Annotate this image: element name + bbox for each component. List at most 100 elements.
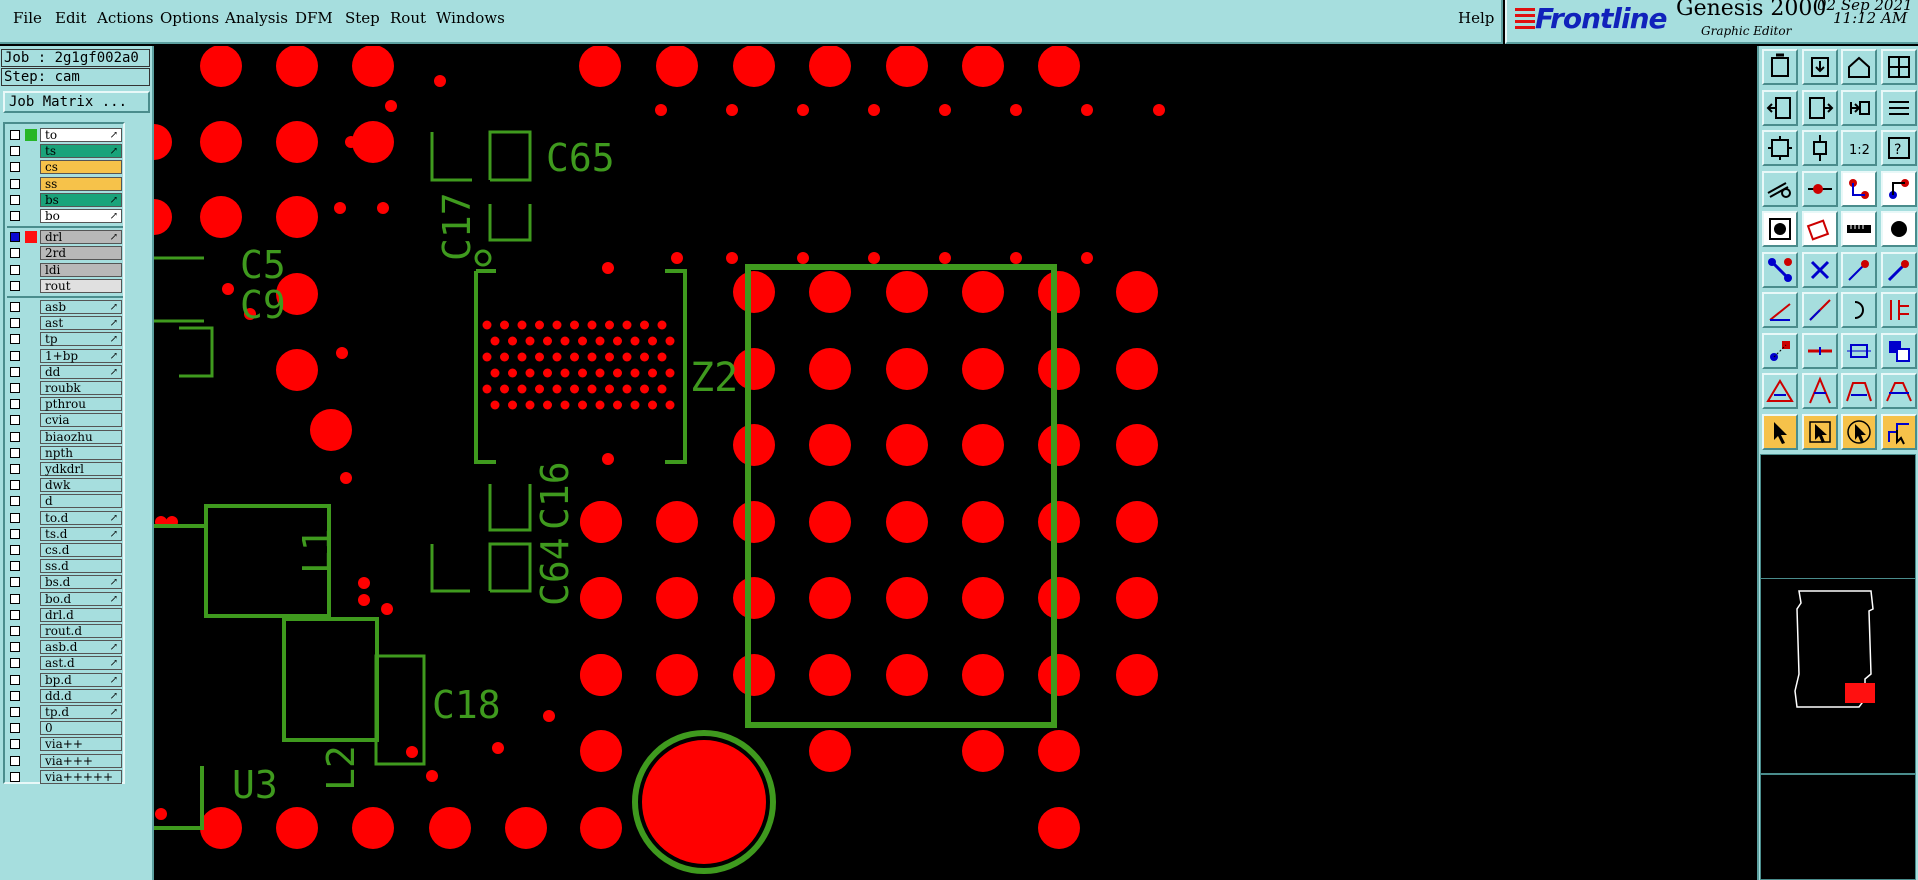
via[interactable] (517, 320, 527, 330)
pad[interactable] (352, 46, 394, 87)
via[interactable] (552, 320, 562, 330)
via[interactable] (630, 368, 640, 378)
zoom-fit-button[interactable] (1762, 130, 1798, 166)
layer-checkbox[interactable] (10, 593, 20, 604)
layer-checkbox[interactable] (10, 318, 20, 329)
line-diag-button[interactable] (1801, 292, 1838, 328)
layer-row[interactable]: dd.d↗ (7, 688, 123, 703)
undo-arrow-button[interactable] (1841, 89, 1877, 126)
layer-row[interactable]: 1+bp↗ (7, 348, 123, 363)
pad[interactable] (656, 501, 698, 543)
layer-checkbox[interactable] (10, 194, 20, 205)
pad[interactable] (733, 348, 775, 390)
via[interactable] (525, 400, 535, 410)
layer-row[interactable]: via++ (7, 737, 123, 752)
via[interactable] (1081, 104, 1093, 116)
pad[interactable] (886, 424, 928, 466)
via[interactable] (578, 400, 587, 410)
route-button[interactable] (1880, 413, 1917, 450)
layer-checkbox[interactable] (10, 302, 20, 312)
via[interactable] (578, 336, 587, 346)
layer-row[interactable]: drl.d (7, 607, 123, 622)
layer-row[interactable]: rout (7, 278, 123, 293)
via[interactable] (570, 352, 579, 362)
layer-checkbox[interactable] (10, 528, 20, 539)
layer-checkbox[interactable] (10, 415, 20, 426)
layer-checkbox[interactable] (10, 658, 20, 669)
layer-row[interactable]: to↗ (7, 128, 123, 142)
layer-checkbox[interactable] (10, 496, 20, 507)
layer-row[interactable]: ydkdrl (7, 462, 123, 476)
pad[interactable] (1038, 654, 1080, 696)
pointer-button[interactable] (1762, 413, 1798, 450)
layer-row[interactable]: ss.d (7, 559, 123, 574)
pad[interactable] (1116, 424, 1158, 466)
layer-checkbox[interactable] (10, 609, 20, 620)
layer-checkbox[interactable] (10, 447, 20, 458)
layer-checkbox[interactable] (10, 146, 20, 157)
layer-row[interactable]: cvia (7, 413, 123, 428)
menu-actions[interactable]: Actions (97, 9, 154, 27)
layer-context-arrow-icon[interactable]: ↗ (109, 642, 118, 654)
pad[interactable] (276, 121, 318, 163)
layer-name[interactable]: drl↗ (40, 230, 122, 245)
layer-row[interactable]: bo.d↗ (7, 591, 123, 606)
via[interactable] (602, 262, 614, 274)
board-minimap[interactable] (1760, 578, 1916, 774)
via[interactable] (648, 400, 657, 410)
via[interactable] (657, 352, 667, 362)
pad[interactable] (733, 501, 775, 543)
via[interactable] (630, 336, 640, 346)
pointer-circle-button[interactable] (1841, 413, 1877, 450)
step-left-button[interactable] (1762, 89, 1798, 126)
pad[interactable] (1116, 654, 1158, 696)
via[interactable] (578, 368, 587, 378)
via[interactable] (358, 594, 370, 606)
pad[interactable] (580, 501, 622, 543)
layer-checkbox[interactable] (10, 577, 20, 588)
pad[interactable] (1038, 271, 1080, 313)
pad[interactable] (809, 577, 851, 619)
via[interactable] (426, 770, 438, 782)
layer-row[interactable]: pthrou (7, 397, 123, 412)
layer-name[interactable]: 1+bp↗ (40, 348, 122, 363)
pad[interactable] (886, 348, 928, 390)
via[interactable] (535, 320, 544, 330)
layer-checkbox[interactable] (10, 545, 20, 555)
pad[interactable] (733, 654, 775, 696)
via[interactable] (155, 808, 167, 820)
via[interactable] (640, 352, 649, 362)
layer-row[interactable]: via+++ (7, 753, 123, 768)
via[interactable] (868, 252, 880, 264)
via[interactable] (525, 336, 535, 346)
pad[interactable] (809, 501, 851, 543)
layer-checkbox[interactable] (10, 690, 20, 701)
net-pair-button[interactable] (1880, 170, 1917, 207)
pad[interactable] (276, 273, 318, 315)
layer-checkbox[interactable] (10, 334, 20, 345)
step-right-button[interactable] (1801, 89, 1838, 126)
via[interactable] (1010, 104, 1022, 116)
line-point2-button[interactable] (1880, 251, 1917, 288)
pad[interactable] (962, 348, 1004, 390)
layer-name[interactable]: via+++ (40, 753, 122, 768)
layer-context-arrow-icon[interactable]: ↗ (109, 674, 118, 686)
view-region-marker[interactable] (1845, 683, 1875, 703)
via[interactable] (657, 384, 667, 394)
via[interactable] (570, 320, 579, 330)
layer-row[interactable]: bs↗ (7, 192, 123, 207)
layer-checkbox[interactable] (10, 431, 20, 442)
layer-checkbox[interactable] (10, 771, 20, 782)
via[interactable] (508, 336, 517, 346)
via[interactable] (613, 368, 622, 378)
via[interactable] (726, 104, 738, 116)
pad[interactable] (579, 46, 621, 87)
split-button[interactable] (1880, 89, 1917, 126)
layer-row[interactable]: cs (7, 160, 123, 175)
layer-row[interactable]: dwk (7, 478, 123, 493)
layer-name[interactable]: rout (40, 278, 122, 293)
layer-name[interactable]: asb.d↗ (40, 640, 122, 655)
pad[interactable] (1038, 807, 1080, 849)
layer-name[interactable]: 2rd (40, 246, 122, 261)
